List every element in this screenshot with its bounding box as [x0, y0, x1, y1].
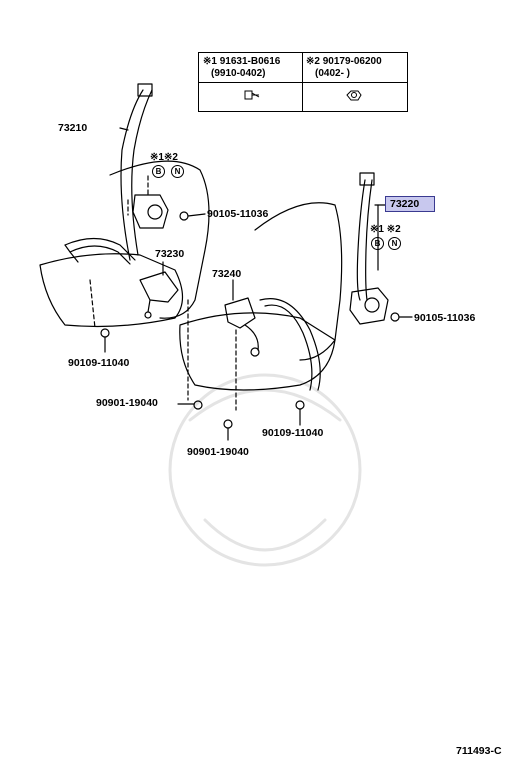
- figure-id: 711493-C: [456, 745, 502, 757]
- label-90901-a: 90901-19040: [96, 397, 158, 409]
- label-90105-left: 90105-11036: [207, 208, 269, 220]
- label-73240: 73240: [212, 268, 242, 280]
- circle-n-left: N: [171, 165, 184, 178]
- right-seat-back: [254, 202, 343, 361]
- table-mark-2: ※2: [306, 56, 320, 67]
- table-range-2: (0402- ): [315, 68, 351, 79]
- right-retractor: [349, 287, 389, 325]
- table-part-2: 90179-06200: [322, 56, 382, 67]
- marks-right: ※1 ※2: [370, 224, 401, 236]
- label-90901-b: 90901-19040: [187, 446, 249, 458]
- mark1-left: ※1: [150, 152, 164, 163]
- parts-table-col2-image: [303, 83, 407, 111]
- table-part-1: 91631-B0616: [219, 56, 281, 67]
- watermark: [168, 373, 362, 567]
- parts-table: ※1 91631-B0616 (9910-0402) ※2 90179-0620…: [198, 52, 408, 112]
- parts-table-col1-image: [199, 83, 303, 111]
- mark1-right: ※1: [370, 224, 384, 235]
- parts-table-col1-header: ※1 91631-B0616 (9910-0402): [199, 53, 303, 83]
- bolt-90901-a: [193, 400, 203, 410]
- nut-icon: [346, 90, 362, 101]
- left-buckle: [139, 271, 179, 303]
- mark2-right: ※2: [386, 224, 401, 235]
- parts-table-col2-header: ※2 90179-06200 (0402- ): [303, 53, 407, 83]
- label-90109-left: 90109-11040: [68, 357, 130, 369]
- label-73230: 73230: [155, 248, 185, 260]
- table-range-1: (9910-0402): [211, 68, 266, 79]
- circle-n-right: N: [388, 237, 401, 250]
- left-belt-webbing: [120, 89, 144, 261]
- label-90105-right: 90105-11036: [414, 312, 476, 324]
- left-seat-cushion: [39, 253, 184, 328]
- bolt-90901-b: [223, 419, 233, 429]
- bolt-left-lower: [100, 328, 110, 338]
- mark2-left: ※2: [163, 152, 178, 163]
- label-90109-right: 90109-11040: [262, 427, 324, 439]
- marks-left: ※1※2: [150, 152, 178, 164]
- label-73210: 73210: [58, 122, 88, 134]
- left-seat-back: [109, 160, 210, 319]
- right-belt-webbing: [356, 179, 366, 301]
- table-mark-1: ※1: [203, 56, 217, 67]
- right-anchor-top: [359, 172, 375, 186]
- highlight-73220: [385, 196, 435, 212]
- left-anchor-top: [137, 83, 153, 97]
- bolt-icon: [244, 90, 260, 100]
- circle-b-left: B: [152, 165, 165, 178]
- right-buckle: [224, 297, 256, 329]
- right-seat-cushion: [179, 312, 336, 391]
- bolt-90109-right: [295, 400, 305, 410]
- label-73220: 73220: [390, 198, 420, 210]
- left-retractor: [132, 194, 169, 229]
- circle-b-right: B: [371, 237, 384, 250]
